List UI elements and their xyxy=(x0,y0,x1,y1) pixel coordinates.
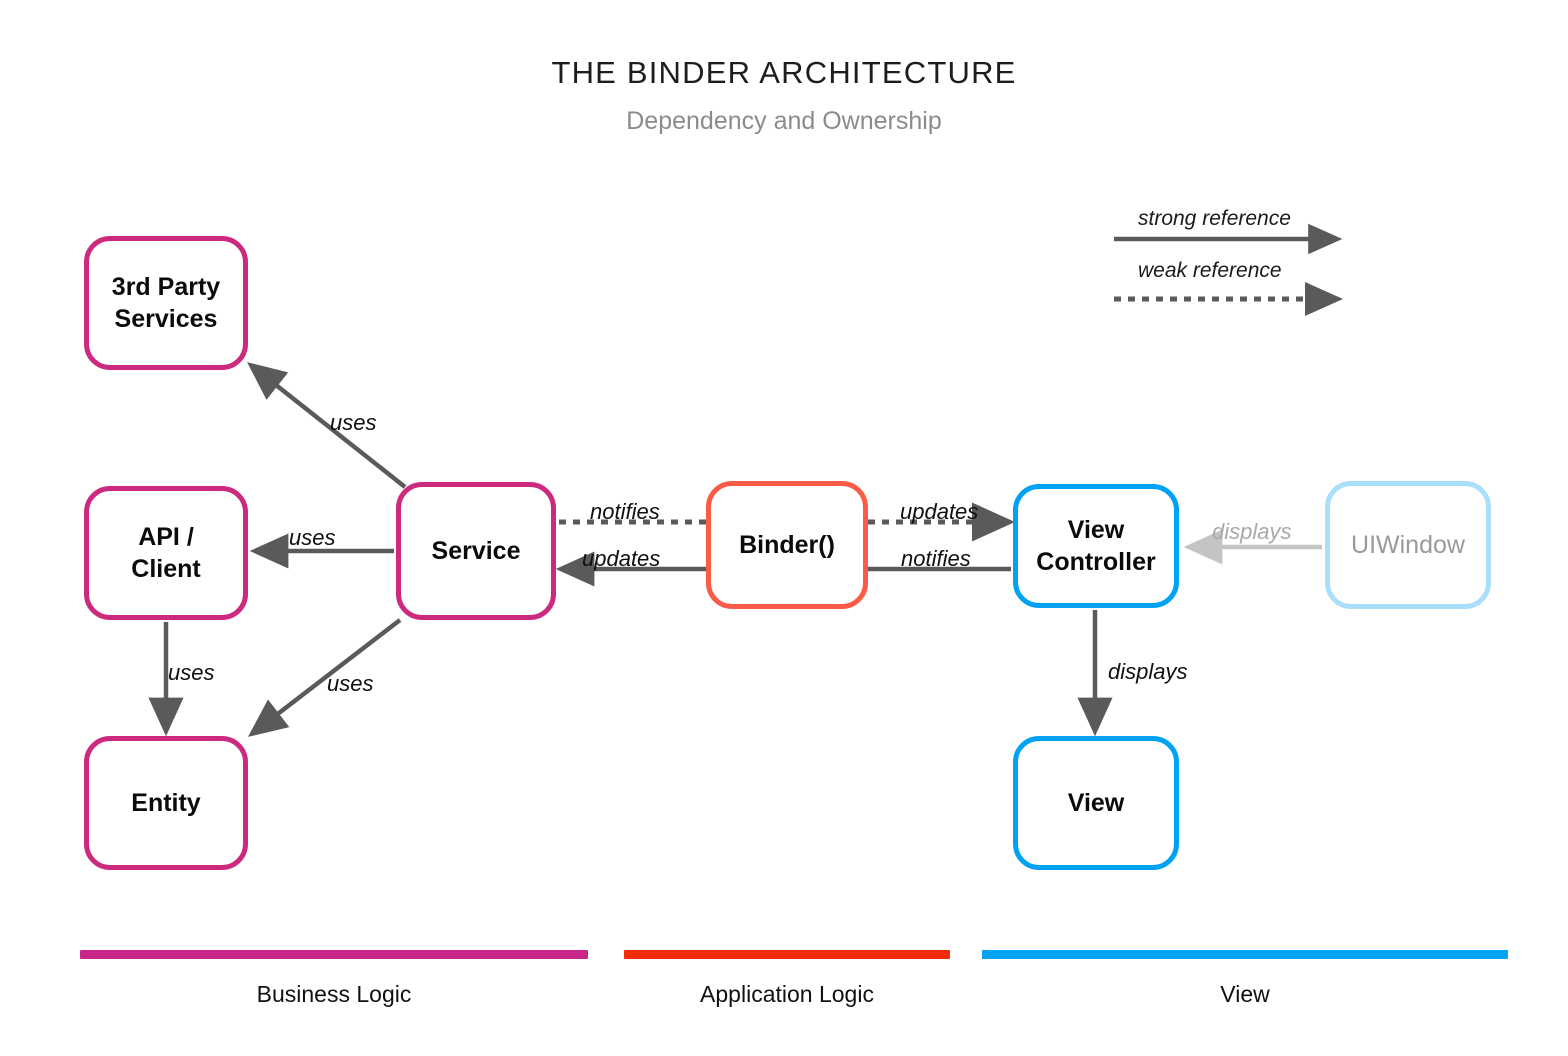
strong-reference-label: strong reference xyxy=(1138,207,1291,230)
node-label-line2: Services xyxy=(114,305,218,333)
node-label-line1: API / xyxy=(138,523,194,551)
node-label: Service xyxy=(431,537,521,565)
category-label: Business Logic xyxy=(256,981,412,1007)
node-label-line1: 3rd Party xyxy=(111,273,221,301)
node-service[interactable]: Service xyxy=(396,482,556,620)
node-label-line1: View xyxy=(1067,516,1125,544)
node-entity[interactable]: Entity xyxy=(84,736,248,870)
node-view[interactable]: View xyxy=(1013,736,1179,870)
edge-service-to-third-party xyxy=(247,362,407,489)
node-binder[interactable]: Binder() xyxy=(706,481,868,609)
edge-label-service-to-api-client: uses xyxy=(289,525,336,550)
edge-label-service-to-third-party: uses xyxy=(330,410,377,435)
category-view: View xyxy=(982,950,1508,1008)
category-label: Application Logic xyxy=(700,981,874,1007)
node-api-client[interactable]: API / Client xyxy=(84,486,248,620)
category-bar xyxy=(624,950,950,959)
edge-label-binder-updates-service: updates xyxy=(582,546,661,571)
node-label: UIWindow xyxy=(1351,531,1465,559)
category-bar xyxy=(80,950,588,959)
node-label: View xyxy=(1067,789,1125,817)
page-subtitle: Dependency and Ownership xyxy=(626,107,942,135)
category-business-logic: Business Logic xyxy=(80,950,588,1008)
node-label: Entity xyxy=(131,789,201,817)
node-third-party-services[interactable]: 3rd Party Services xyxy=(84,236,248,370)
node-label-line2: Client xyxy=(131,555,201,583)
node-uiwindow[interactable]: UIWindow xyxy=(1325,481,1491,609)
edge-label-view-controller-displays-view: displays xyxy=(1108,659,1188,684)
strong-reference-row: strong reference xyxy=(1110,205,1370,257)
weak-reference-label: weak reference xyxy=(1138,259,1282,282)
edge-label-view-controller-notifies-binder: notifies xyxy=(901,546,971,571)
edge-label-api-client-to-entity: uses xyxy=(168,660,215,685)
edge-label-binder-updates-view-controller: updates xyxy=(900,499,979,524)
node-view-controller[interactable]: View Controller xyxy=(1013,484,1179,608)
edge-label-service-to-entity: uses xyxy=(327,671,374,696)
page-title: THE BINDER ARCHITECTURE xyxy=(551,55,1017,90)
edge-service-to-entity xyxy=(248,618,402,737)
reference-legend: strong reference weak reference xyxy=(1110,205,1370,309)
category-label: View xyxy=(1220,981,1270,1007)
edge-label-uiwindow-displays-view-controller: displays xyxy=(1212,519,1292,544)
node-label: Binder() xyxy=(739,531,835,559)
category-application-logic: Application Logic xyxy=(624,950,950,1008)
weak-reference-row: weak reference xyxy=(1110,257,1370,309)
node-label-line2: Controller xyxy=(1036,548,1156,576)
edge-label-service-notifies-binder: notifies xyxy=(590,499,660,524)
category-bar xyxy=(982,950,1508,959)
